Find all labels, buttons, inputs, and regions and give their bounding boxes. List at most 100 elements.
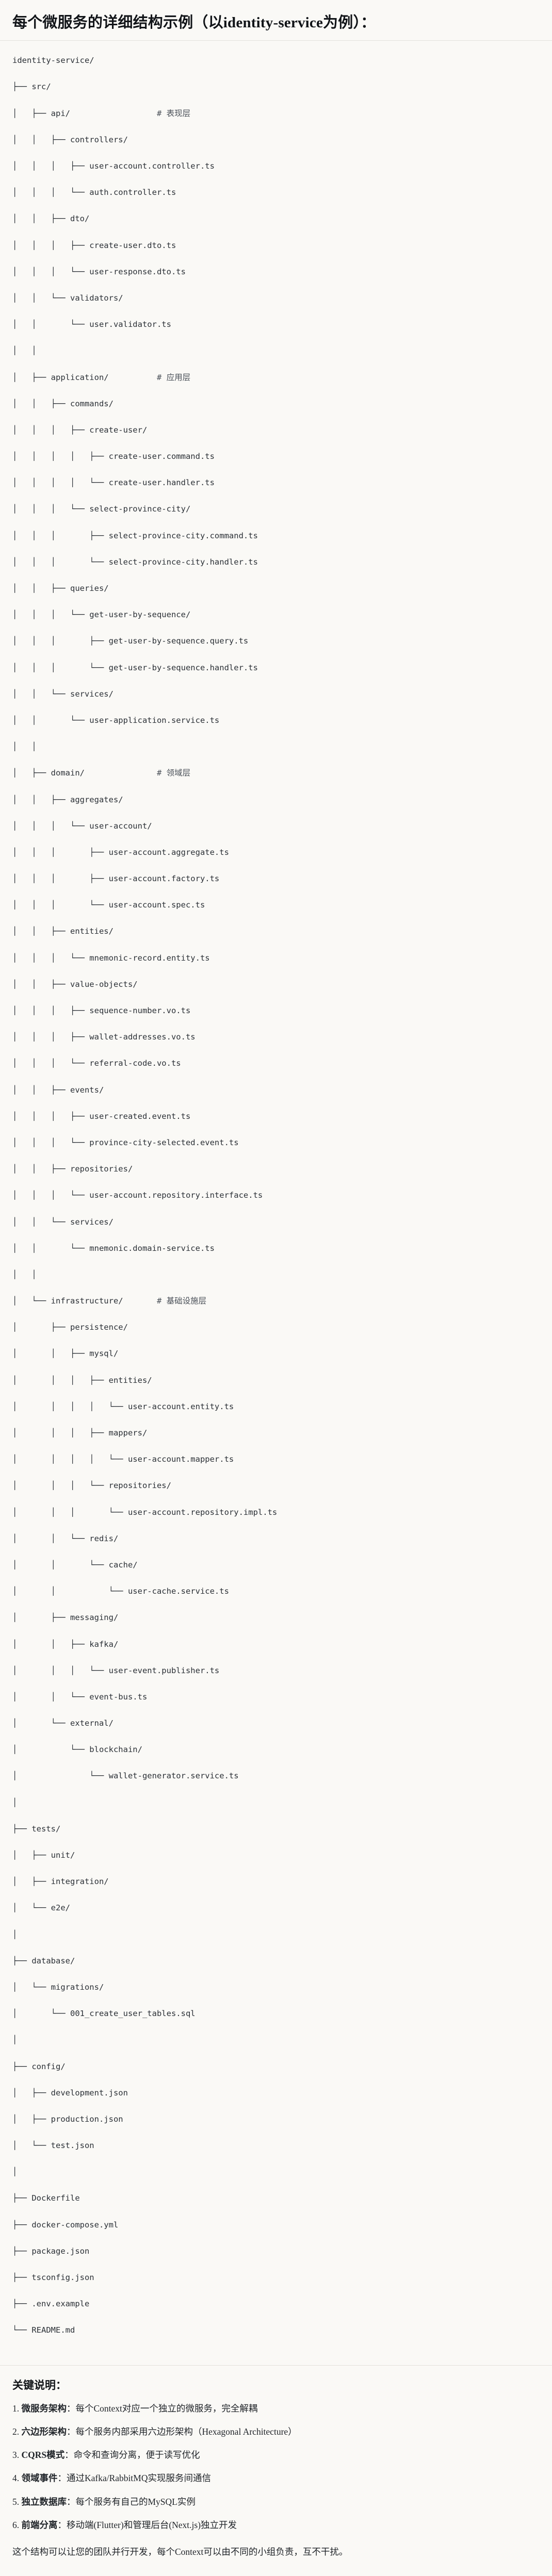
tree-node-label: │ ├── development.json	[12, 2088, 128, 2098]
tree-line: ├── Dockerfile	[12, 2192, 540, 2205]
tree-node-label: │ │ │ └── auth.controller.ts	[12, 188, 176, 197]
tree-node-label: │ │ │ └── select-province-city.handler.t…	[12, 557, 258, 567]
tree-line: │ └── test.json	[12, 2139, 540, 2153]
tree-line: └── README.md	[12, 2324, 540, 2337]
tree-line: │ │ │ └── user-account.repository.interf…	[12, 1189, 540, 1202]
tree-comment-spacer	[109, 373, 157, 382]
tree-line: │ │ │ ├── wallet-addresses.vo.ts	[12, 1031, 540, 1044]
tree-line: │ │ ├── entities/	[12, 925, 540, 938]
tree-line: │ │ │ └── user-account.spec.ts	[12, 899, 540, 912]
key-note-term: 微服务架构	[21, 2403, 67, 2414]
tree-line: │ │ └── validators/	[12, 292, 540, 305]
tree-node-label: │ ├── unit/	[12, 1851, 75, 1860]
tree-line: │ │ └── services/	[12, 688, 540, 701]
tree-line: │	[12, 1796, 540, 1810]
tree-line: │ │ │ ├── select-province-city.command.t…	[12, 530, 540, 543]
key-note-description: 每个Context对应一个独立的微服务，完全解耦	[75, 2403, 258, 2414]
tree-line: ├── database/	[12, 1955, 540, 1968]
key-note-number: 6.	[12, 2519, 22, 2530]
tree-line: │ │ │ └── province-city-selected.event.t…	[12, 1136, 540, 1150]
tree-node-label: │ │ ├── queries/	[12, 584, 109, 593]
tree-line: ├── package.json	[12, 2245, 540, 2258]
tree-node-label: │ │ └── cache/	[12, 1560, 138, 1570]
tree-node-label: │ ├── messaging/	[12, 1613, 119, 1623]
tree-line: │ │ ├── aggregates/	[12, 794, 540, 807]
tree-node-label: │ │ │ ├── entities/	[12, 1375, 152, 1385]
tree-node-label: ├── .env.example	[12, 2299, 90, 2309]
tree-line: │ │ └── user.validator.ts	[12, 318, 540, 332]
tree-layer-comment: # 表现层	[156, 108, 191, 118]
tree-line: │ └── e2e/	[12, 1902, 540, 1915]
tree-line: │ ├── application/ # 应用层	[12, 371, 540, 385]
tree-node-label: │ │ ├── dto/	[12, 214, 90, 224]
tree-line: │ │ │ ├── sequence-number.vo.ts	[12, 1004, 540, 1018]
tree-node-label: │ │	[12, 742, 37, 752]
tree-node-label: ├── config/	[12, 2061, 66, 2071]
tree-node-label: ├── Dockerfile	[12, 2193, 80, 2203]
tree-node-label: │ │ ├── aggregates/	[12, 795, 123, 804]
tree-line: │ │ ├── events/	[12, 1084, 540, 1097]
tree-line: │ │ │ ├── create-user.dto.ts	[12, 239, 540, 253]
tree-node-label: │ │ │ ├── create-user.dto.ts	[12, 240, 176, 250]
tree-node-label: │	[12, 1797, 18, 1807]
tree-node-label: │ ├── domain/	[12, 768, 85, 778]
key-note-item: 3. CQRS模式：命令和查询分离，便于读写优化	[12, 2448, 540, 2462]
key-note-item: 5. 独立数据库：每个服务有自己的MySQL实例	[12, 2495, 540, 2508]
tree-line: │ │ │ │ └── create-user.handler.ts	[12, 476, 540, 490]
key-note-number: 1.	[12, 2403, 22, 2414]
tree-line: │ │	[12, 344, 540, 358]
key-note-number: 2.	[12, 2426, 22, 2437]
key-note-number: 3.	[12, 2450, 22, 2461]
tree-line: │ │ │ └── select-province-city.handler.t…	[12, 556, 540, 569]
tree-node-label: │ │ │ └── repositories/	[12, 1481, 171, 1491]
directory-tree: identity-service/ ├── src/ │ ├── api/ # …	[0, 41, 552, 2365]
tree-node-label: │ │ │ ├── select-province-city.command.t…	[12, 531, 258, 540]
tree-line: ├── .env.example	[12, 2298, 540, 2311]
key-notes-footer: 这个结构可以让您的团队并行开发，每个Context可以由不同的小组负责，互不干扰…	[12, 2547, 348, 2557]
tree-line: │ │ │ └── user-event.publisher.ts	[12, 1664, 540, 1678]
tree-line: │ ├── integration/	[12, 1875, 540, 1889]
tree-line: ├── src/	[12, 80, 540, 94]
tree-node-label: │ │	[12, 1269, 37, 1279]
tree-comment-spacer	[85, 768, 157, 778]
tree-line: │ │ └── user-application.service.ts	[12, 714, 540, 728]
tree-line: │	[12, 2166, 540, 2179]
tree-line: ├── tests/	[12, 1823, 540, 1836]
tree-line: │ │ ├── mysql/	[12, 1347, 540, 1361]
tree-node-label: │ │ │ └── user-response.dto.ts	[12, 267, 186, 276]
tree-line: │ │ │ └── user-account.repository.impl.t…	[12, 1506, 540, 1520]
tree-node-label: ├── src/	[12, 82, 51, 92]
tree-line: ├── docker-compose.yml	[12, 2219, 540, 2232]
tree-line: │ └── 001_create_user_tables.sql	[12, 2007, 540, 2021]
key-note-separator: ：	[57, 2473, 67, 2484]
tree-line: │ │ └── cache/	[12, 1559, 540, 1572]
key-note-description: 移动端(Flutter)和管理后台(Next.js)独立开发	[67, 2519, 237, 2530]
tree-line: │ │ ├── controllers/	[12, 134, 540, 147]
tree-line: │ │ └── services/	[12, 1216, 540, 1229]
key-note-number: 4.	[12, 2473, 22, 2484]
tree-node-label: │ │ │ ├── mappers/	[12, 1428, 148, 1438]
tree-line: │ │ │ ├── user-account.factory.ts	[12, 872, 540, 886]
tree-line: │ │	[12, 740, 540, 754]
tree-line: │ ├── persistence/	[12, 1321, 540, 1334]
tree-node-label: │ │ └── services/	[12, 689, 113, 699]
tree-line: │ │ │ └── select-province-city/	[12, 503, 540, 516]
key-note-separator: ：	[64, 2450, 74, 2461]
key-note-description: 命令和查询分离，便于读写优化	[73, 2450, 200, 2461]
tree-node-label: │ │ │ ├── user-created.event.ts	[12, 1111, 191, 1121]
tree-node-label: │ │ │ └── user-account.repository.impl.t…	[12, 1507, 278, 1517]
tree-line: │	[12, 2034, 540, 2047]
tree-line: │ │ │ ├── mappers/	[12, 1427, 540, 1440]
tree-node-label: │ │ └── services/	[12, 1217, 113, 1227]
tree-node-label: │ └── blockchain/	[12, 1745, 142, 1755]
tree-line: identity-service/	[12, 54, 540, 68]
tree-line: │ │ └── user-cache.service.ts	[12, 1585, 540, 1598]
tree-node-label: │ │ └── event-bus.ts	[12, 1692, 148, 1702]
tree-line: │ ├── development.json	[12, 2087, 540, 2100]
tree-node-label: │ ├── api/	[12, 108, 70, 118]
key-note-item: 1. 微服务架构：每个Context对应一个独立的微服务，完全解耦	[12, 2402, 540, 2415]
tree-node-label: │ │ │ ├── user-account.controller.ts	[12, 161, 215, 171]
tree-line: │ │ │ └── get-user-by-sequence.handler.t…	[12, 662, 540, 675]
